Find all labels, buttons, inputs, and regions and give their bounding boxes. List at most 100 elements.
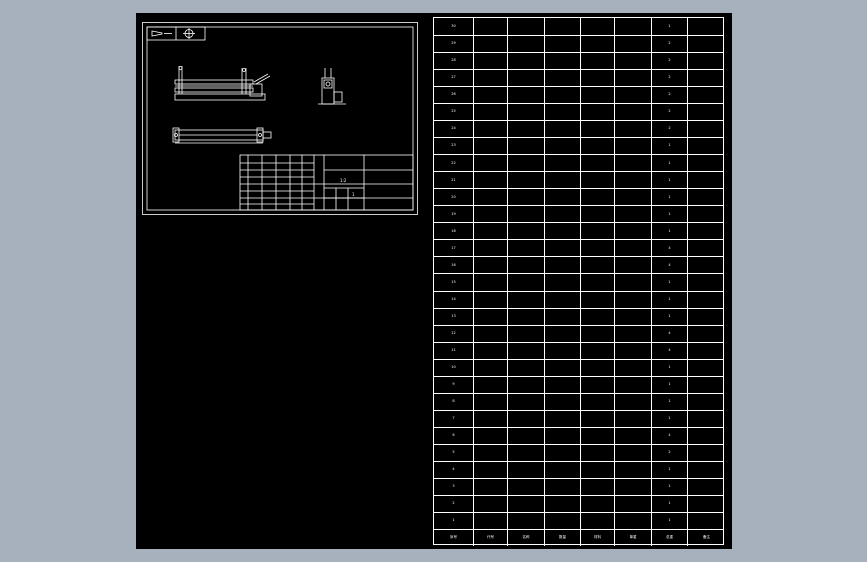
bom-cell [687, 138, 725, 155]
bom-cell: 名称 [507, 529, 544, 546]
bom-cell [580, 223, 614, 240]
bom-cell [473, 53, 507, 70]
bom-cell: 1 [651, 512, 687, 529]
bom-cell: 1 [651, 359, 687, 376]
table-row: 25 2 [434, 103, 723, 121]
bom-cell: 序号 [450, 535, 457, 540]
bom-cell: 21 [451, 177, 456, 182]
bom-cell [544, 206, 580, 223]
bom-cell: 4 [452, 467, 455, 472]
bom-cell: 代号 [473, 529, 507, 546]
bom-cell [580, 104, 614, 121]
bom-cell [507, 70, 544, 87]
bom-cell [580, 495, 614, 512]
bom-cell [473, 410, 507, 427]
bom-cell [580, 138, 614, 155]
bom-cell: 2 [651, 87, 687, 104]
bom-cell [473, 70, 507, 87]
bom-cell [580, 87, 614, 104]
table-row: 21 1 [434, 171, 723, 189]
bom-cell [544, 36, 580, 53]
bom-cell: 22 [451, 160, 456, 165]
bom-cell [544, 376, 580, 393]
bom-cell [507, 495, 544, 512]
bom-cell [473, 36, 507, 53]
bom-cell: 1 [651, 291, 687, 308]
bom-cell: 3 [452, 484, 455, 489]
bom-cell [544, 223, 580, 240]
bom-cell: 7 [452, 416, 455, 420]
bom-cell [614, 478, 651, 495]
bom-cell: 1 [651, 410, 687, 427]
bom-cell [544, 478, 580, 495]
bom-cell [614, 393, 651, 410]
bom-cell [507, 274, 544, 291]
bom-cell [507, 478, 544, 495]
bom-cell [507, 291, 544, 308]
bom-cell: 单重 [614, 529, 651, 546]
bom-cell [614, 257, 651, 274]
bom-cell [473, 155, 507, 172]
bom-cell [544, 138, 580, 155]
bom-cell: 25 [451, 109, 456, 114]
bom-cell [473, 427, 507, 444]
bom-cell [473, 461, 507, 478]
bom-cell [687, 376, 725, 393]
bom-cell [614, 240, 651, 257]
bom-cell: 2 [651, 104, 687, 121]
bom-cell: 2 [651, 121, 687, 138]
bom-cell [614, 172, 651, 189]
bom-cell [473, 274, 507, 291]
bom-cell [507, 36, 544, 53]
bom-cell [473, 240, 507, 257]
bom-cell [473, 308, 507, 325]
bom-cell [687, 444, 725, 461]
bom-cell [507, 121, 544, 138]
bom-cell: 15 [451, 279, 456, 284]
bom-cell [507, 240, 544, 257]
bom-cell [507, 359, 544, 376]
bom-cell [580, 121, 614, 138]
title-block-scale: 1:2 [340, 178, 347, 183]
bom-cell [544, 461, 580, 478]
bom-cell [580, 206, 614, 223]
bom-cell [507, 393, 544, 410]
bom-cell [580, 53, 614, 70]
bom-cell [580, 444, 614, 461]
bom-cell [687, 155, 725, 172]
bom-cell [544, 512, 580, 529]
bom-cell: 1 [651, 495, 687, 512]
bom-cell [473, 393, 507, 410]
bom-cell [687, 291, 725, 308]
bom-cell [473, 257, 507, 274]
table-header-row: 序号代号名称数量材料单重总重备注 [434, 528, 723, 546]
bom-cell: 27 [451, 75, 456, 80]
bom-cell [614, 495, 651, 512]
bom-cell [473, 104, 507, 121]
bom-cell [614, 53, 651, 70]
bom-cell [507, 410, 544, 427]
bom-cell [544, 291, 580, 308]
bom-cell [544, 87, 580, 104]
bom-cell: 29 [451, 41, 456, 46]
bom-cell: 1 [651, 461, 687, 478]
bom-cell [544, 342, 580, 359]
bom-cell: 16 [451, 262, 456, 267]
bom-cell [687, 257, 725, 274]
bom-cell: 1 [651, 18, 687, 36]
bom-cell: 1 [651, 172, 687, 189]
bom-cell [507, 461, 544, 478]
bom-cell [473, 359, 507, 376]
